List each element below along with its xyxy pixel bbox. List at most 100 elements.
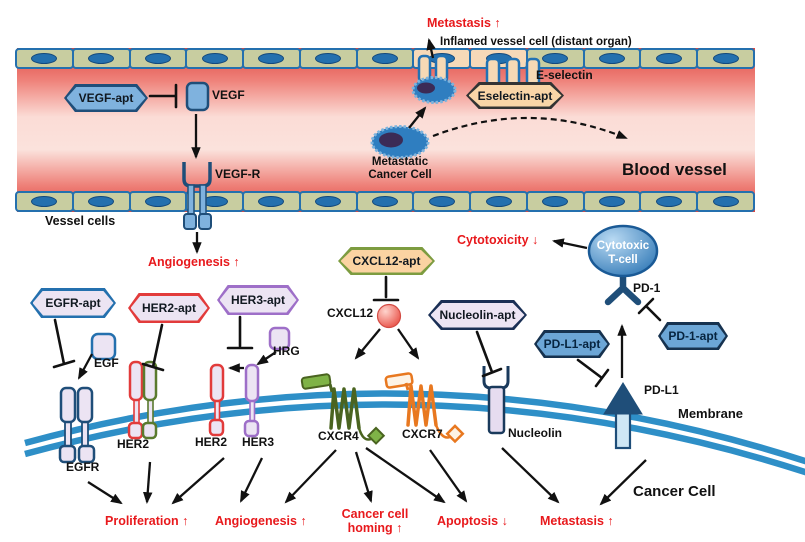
cell-nucleus-icon bbox=[371, 196, 398, 207]
t-cell-label-line2: T-cell bbox=[608, 254, 637, 266]
her2-dimer-label: HER2 bbox=[117, 437, 150, 451]
cell-nucleus-icon bbox=[542, 53, 569, 64]
vessel-cell bbox=[525, 48, 585, 69]
cxcr7-label: CXCR7 bbox=[402, 427, 443, 441]
cell-nucleus-icon bbox=[485, 196, 512, 207]
membrane-label: Membrane bbox=[678, 406, 744, 421]
her2-label: HER2 bbox=[195, 435, 228, 449]
eselectin-apt-label: Eselectin-apt bbox=[477, 88, 553, 103]
cancer-cell-label: Cancer Cell bbox=[633, 483, 716, 500]
t-cell-label-line1: Cytotoxic bbox=[597, 240, 650, 252]
her3-apt-hexagon: HER3-apt bbox=[217, 285, 299, 315]
vessel-cell bbox=[696, 48, 755, 69]
cell-nucleus-icon bbox=[88, 53, 115, 64]
pathway-arrows bbox=[77, 37, 647, 506]
cell-nucleus-icon bbox=[428, 196, 455, 207]
egfr-label: EGFR bbox=[66, 460, 100, 474]
cell-nucleus-icon bbox=[201, 53, 228, 64]
proliferation-outcome-label: Proliferation ↑ bbox=[105, 514, 189, 528]
egf-label: EGF bbox=[94, 356, 119, 370]
nucleolin-receptor-icon bbox=[482, 366, 510, 435]
metastatic-cell-label: Metastatic Cancer Cell bbox=[368, 156, 432, 182]
cell-nucleus-icon bbox=[712, 53, 739, 64]
vessel-cell bbox=[696, 191, 755, 212]
e-selectin-icon bbox=[485, 57, 541, 88]
angiogenesis-top-label: Angiogenesis ↑ bbox=[148, 255, 240, 269]
cxcr7-receptor-icon bbox=[384, 372, 465, 444]
vessel-cells-label: Vessel cells bbox=[45, 214, 116, 228]
cxcl12-ligand-icon bbox=[376, 303, 402, 329]
apoptosis-outcome-label: Apoptosis ↓ bbox=[437, 514, 508, 528]
vessel-cell bbox=[128, 48, 188, 69]
vegf-ligand-icon bbox=[185, 81, 210, 112]
hrg-label: HRG bbox=[273, 344, 300, 358]
her2-receptor-icon bbox=[208, 363, 225, 437]
cell-nucleus-icon bbox=[144, 196, 171, 207]
cell-nucleus-icon bbox=[31, 53, 58, 64]
cytotoxicity-label: Cytotoxicity ↓ bbox=[457, 233, 539, 247]
cell-nucleus-icon bbox=[599, 53, 626, 64]
cell-nucleus-icon bbox=[655, 196, 682, 207]
cxcl12-label: CXCL12 bbox=[327, 306, 374, 320]
cell-nucleus-icon bbox=[542, 196, 569, 207]
angiogenesis-outcome-label: Angiogenesis ↑ bbox=[215, 514, 307, 528]
vessel-cell bbox=[582, 48, 642, 69]
her3-apt-label: HER3-apt bbox=[230, 293, 285, 307]
vessel-cell bbox=[355, 191, 415, 212]
cell-nucleus-icon bbox=[712, 196, 739, 207]
her3-receptor-icon bbox=[243, 363, 260, 438]
vessel-cell bbox=[525, 191, 585, 212]
nucleolin-apt-hexagon: Nucleolin-apt bbox=[428, 300, 527, 330]
her2-apt-hexagon: HER2-apt bbox=[128, 293, 210, 323]
vegf-label: VEGF bbox=[212, 88, 245, 102]
cell-nucleus-icon bbox=[88, 196, 115, 207]
vegf-r-label: VEGF-R bbox=[215, 167, 261, 181]
egfr-apt-hexagon: EGFR-apt bbox=[30, 288, 116, 318]
pd-1-label: PD-1 bbox=[633, 281, 661, 295]
cell-nucleus-icon bbox=[655, 53, 682, 64]
cxcr4-receptor-icon bbox=[300, 373, 386, 445]
vegf-apt-label: VEGF-apt bbox=[78, 91, 134, 105]
cytotoxic-t-cell-icon: Cytotoxic T-cell bbox=[587, 224, 659, 278]
cxcl12-apt-hexagon: CXCL12-apt bbox=[338, 247, 435, 275]
nucleolin-apt-label: Nucleolin-apt bbox=[439, 308, 516, 322]
adhered-metastatic-cell-icon bbox=[411, 54, 457, 104]
pd-l1-apt-hexagon: PD-L1-apt bbox=[534, 330, 610, 358]
cell-nucleus-icon bbox=[258, 196, 285, 207]
vessel-cell bbox=[128, 191, 188, 212]
vessel-cell bbox=[15, 191, 74, 212]
metastasis-outcome-label: Metastasis ↑ bbox=[540, 514, 614, 528]
blood-vessel-label: Blood vessel bbox=[622, 160, 727, 179]
e-selectin-label: E-selectin bbox=[536, 68, 593, 82]
pd-l1-label: PD-L1 bbox=[644, 383, 679, 397]
cxcl12-apt-label: CXCL12-apt bbox=[352, 254, 421, 268]
cancer-cell-homing-outcome-label: Cancer cell homing ↑ bbox=[341, 507, 409, 536]
metastasis-top-label: Metastasis ↑ bbox=[427, 16, 501, 30]
vegf-apt-hexagon: VEGF-apt bbox=[64, 84, 148, 112]
inflamed-vessel-cell-label: Inflamed vessel cell (distant organ) bbox=[440, 36, 632, 48]
nucleolin-label: Nucleolin bbox=[508, 426, 563, 440]
cell-nucleus-icon bbox=[315, 196, 342, 207]
cxcr4-label: CXCR4 bbox=[318, 429, 359, 443]
her3-label: HER3 bbox=[242, 435, 275, 449]
cell-nucleus-icon bbox=[371, 53, 398, 64]
vessel-wall-bottom bbox=[15, 191, 755, 212]
vegf-r-receptor-icon bbox=[182, 162, 212, 230]
vessel-cell bbox=[185, 48, 245, 69]
vessel-cell bbox=[71, 191, 131, 212]
hrg-ligand-icon bbox=[268, 326, 291, 351]
eselectin-apt-hexagon: Eselectin-apt bbox=[466, 82, 564, 109]
vessel-cell bbox=[412, 191, 472, 212]
pd-1-apt-hexagon: PD-1-apt bbox=[658, 322, 728, 350]
pd-1-apt-label: PD-1-apt bbox=[668, 329, 718, 343]
cell-nucleus-icon bbox=[258, 53, 285, 64]
egfr-apt-label: EGFR-apt bbox=[45, 296, 101, 310]
her2-apt-label: HER2-apt bbox=[141, 301, 196, 315]
cell-nucleus-icon bbox=[144, 53, 171, 64]
vessel-cell bbox=[242, 191, 301, 212]
cell-nucleus-icon bbox=[315, 53, 342, 64]
metastatic-cell-icon bbox=[370, 125, 430, 159]
vessel-cell bbox=[298, 48, 358, 69]
